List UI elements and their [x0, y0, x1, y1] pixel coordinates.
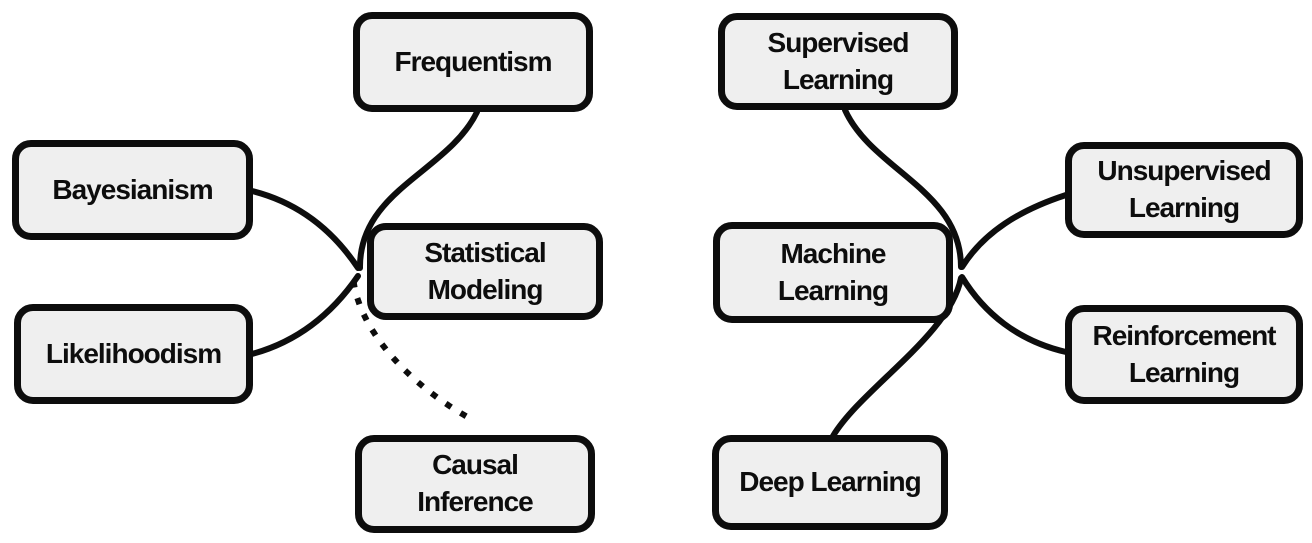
node-machine-learning-label: Machine Learning: [777, 237, 889, 306]
node-frequentism-label: Frequentism: [394, 45, 552, 77]
node-statistical-modeling[interactable]: Statistical Modeling: [367, 223, 603, 320]
node-supervised-learning-label: Supervised Learning: [767, 26, 910, 95]
node-reinforcement-learning[interactable]: Reinforcement Learning: [1065, 305, 1303, 404]
node-bayesianism[interactable]: Bayesianism: [12, 140, 253, 240]
edge-deep-learning-machine-learning: [830, 275, 964, 439]
node-deep-learning[interactable]: Deep Learning: [712, 435, 948, 530]
edge-bayesianism-statistical-modeling: [249, 188, 361, 271]
node-frequentism[interactable]: Frequentism: [353, 12, 593, 112]
node-causal-inference[interactable]: Causal Inference: [355, 435, 595, 533]
edge-reinforcement-learning-machine-learning: [959, 274, 1069, 355]
node-reinforcement-learning-label: Reinforcement Learning: [1092, 319, 1276, 388]
node-deep-learning-label: Deep Learning: [739, 466, 921, 498]
edge-frequentism-statistical-modeling: [356, 109, 480, 271]
edge-likelihoodism-statistical-modeling: [249, 273, 361, 357]
node-unsupervised-learning-label: Unsupervised Learning: [1097, 155, 1271, 223]
node-causal-inference-label: Causal Inference: [417, 449, 533, 517]
edge-unsupervised-learning-machine-learning: [959, 192, 1069, 270]
edge-supervised-learning-machine-learning: [842, 107, 964, 270]
node-unsupervised-learning[interactable]: Unsupervised Learning: [1065, 142, 1303, 238]
node-bayesianism-label: Bayesianism: [52, 173, 213, 205]
node-likelihoodism-label: Likelihoodism: [45, 337, 222, 369]
node-machine-learning[interactable]: Machine Learning: [713, 222, 953, 323]
node-supervised-learning[interactable]: Supervised Learning: [718, 13, 958, 110]
node-likelihoodism[interactable]: Likelihoodism: [14, 304, 253, 404]
node-statistical-modeling-label: Statistical Modeling: [424, 236, 546, 305]
edge-statistical-modeling-causal-inference-dotted: [350, 280, 476, 424]
